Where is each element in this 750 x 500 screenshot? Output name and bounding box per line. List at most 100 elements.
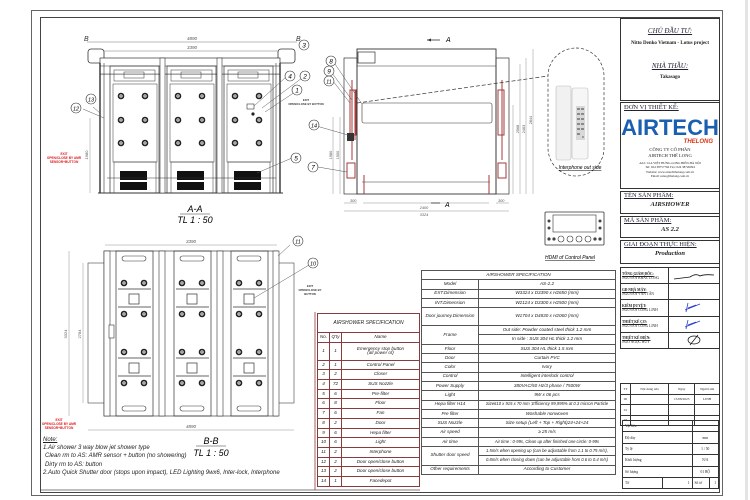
- meta-key: Độ dày: [622, 431, 693, 444]
- dim-side-inner: 2400: [419, 206, 429, 210]
- address-line-2: Tel: 024 38757766 Fax: 024 38726094: [645, 165, 695, 170]
- address-line-1: Add: 14 A VIỆT HƯNG-LONG BIÊN-HÀ NỘI: [639, 161, 701, 165]
- rev-date: [667, 404, 696, 416]
- spec-key: Control: [421, 371, 479, 382]
- rev-header-content: Nội dung sửa: [630, 383, 669, 395]
- cell-qty: 1: [329, 475, 342, 487]
- airtech-logo: AIRTECH: [621, 115, 719, 140]
- signature-role: THIẾT KẾ CƠ:: [622, 320, 647, 325]
- code-value: AS 2.2: [661, 226, 679, 233]
- signature-row: KIỂM DUYỆT:NGUYỄN CÔNG LINH: [620, 299, 720, 317]
- spec-key: Door journey.Dimension: [421, 307, 479, 327]
- meta-key: Vật liệu: [622, 419, 693, 433]
- signature-role: KIỂM DUYỆT:: [622, 303, 647, 308]
- meta-value: 1 / 50: [691, 442, 720, 456]
- spec-key: Power Supply: [421, 380, 479, 392]
- spec-value: Air time : 0-99s, Clean up after finishe…: [478, 436, 616, 448]
- meta-value: 01 BỘ: [691, 465, 720, 478]
- spec-value: Size setup (Left + Top + Right)24+24+24: [478, 418, 616, 429]
- spec-value: W1704 x D4830 x H2060 (mm): [478, 307, 616, 327]
- cell-name: Floor: [341, 398, 420, 410]
- side-view: A: [307, 37, 605, 261]
- company-name-1: CÔNG TY CỔ PHẦN: [649, 147, 691, 152]
- rev-editor: [694, 404, 720, 416]
- section-marker-a-top: A: [445, 37, 451, 44]
- investor-label: CHỦ ĐẦU TƯ:: [647, 27, 693, 35]
- signature-row: GĐ NHÀ MÁY:NGUYỄN VĂN TÂN: [620, 283, 720, 301]
- cell-name: Door open/close button: [341, 456, 420, 468]
- dim-side-h1: 2568: [516, 125, 520, 133]
- parts-header-name: Name: [341, 332, 420, 343]
- spec-key: Air speed: [421, 427, 479, 438]
- signature-row: THIẾT KẾ CƠ:NGUYỄN CÔNG LINH: [620, 315, 720, 333]
- meta-value: mm: [691, 431, 720, 444]
- cell-no: 5: [317, 388, 330, 400]
- cell-name: Facedepot: [341, 475, 420, 487]
- cell-no: 9: [317, 427, 330, 439]
- table-row: Vật liệu: [622, 419, 720, 433]
- sheets-value: 1: [708, 476, 720, 490]
- cell-qty: 6: [329, 408, 342, 419]
- sheet-border-outer: [31, 10, 723, 496]
- cell-qty: 1: [329, 359, 342, 371]
- spec-value: According to Customer: [478, 464, 616, 475]
- spec-key: Model: [421, 279, 479, 290]
- label-bb-right-2: OPEN/CLOSE BY: [298, 288, 321, 292]
- spec-key: SUS Nozzle: [421, 418, 479, 429]
- spec-key: Hepa filter H14: [421, 399, 479, 410]
- meta-key: Số lượng: [622, 465, 693, 478]
- section-bb-title: B-B: [203, 436, 218, 446]
- signature-role: THIẾT KẾ ĐIỆN:: [622, 336, 651, 341]
- spec-key: EXT.Dimension: [421, 288, 479, 299]
- section-aa-view: 4890 3390 B B: [47, 36, 324, 225]
- note-line-4: 2.Auto Quick Shutter door (stops upon im…: [43, 469, 280, 476]
- signature-table: TỔNG GIÁM ĐỐC:NGUYỄN KHẮC LONG GĐ NHÀ MÁ…: [620, 266, 720, 349]
- contractor-label: NHÀ THẦU:: [651, 62, 689, 70]
- cell-name: Pre-filter: [341, 388, 420, 400]
- product-box: TÊN SẢN PHẨM: AIRSHOWER: [620, 191, 720, 214]
- spec-key: Door: [421, 353, 479, 364]
- spec-key: Shutter door speed: [421, 446, 479, 466]
- spec-value: ≥ 25 m/s: [478, 427, 616, 438]
- product-label: TÊN SẢN PHẨM:: [624, 192, 674, 199]
- cell-no: 12: [317, 456, 330, 468]
- notes-heading: Note:: [43, 437, 58, 443]
- table-row: Air speed≥ 25 m/s: [421, 427, 616, 438]
- cell-no: 10: [317, 437, 330, 448]
- spec-value: Out side: Powder coated steel thick 1.2 …: [478, 325, 616, 336]
- section-marker-b-left: B: [84, 36, 89, 43]
- scrollbar-track[interactable]: [745, 0, 748, 500]
- label-bb-right-1: EXIT: [307, 284, 314, 288]
- signature-name: NGUYỄN VĂN TÂN: [622, 291, 655, 296]
- sheets-label: Số tờ: [691, 476, 710, 490]
- spec-key: Frame: [421, 325, 479, 345]
- spec-key: INT.Dimension: [421, 297, 479, 309]
- callout-4: 4: [288, 74, 292, 81]
- signature-name: NGUYỄN CÔNG LINH: [622, 307, 658, 312]
- callout-11-side: 11: [326, 80, 332, 86]
- spec-value: SUS 304 HL thick 1.5 mm: [478, 343, 616, 355]
- cell-qty: 1: [329, 341, 342, 361]
- cell-no: 14: [317, 475, 330, 487]
